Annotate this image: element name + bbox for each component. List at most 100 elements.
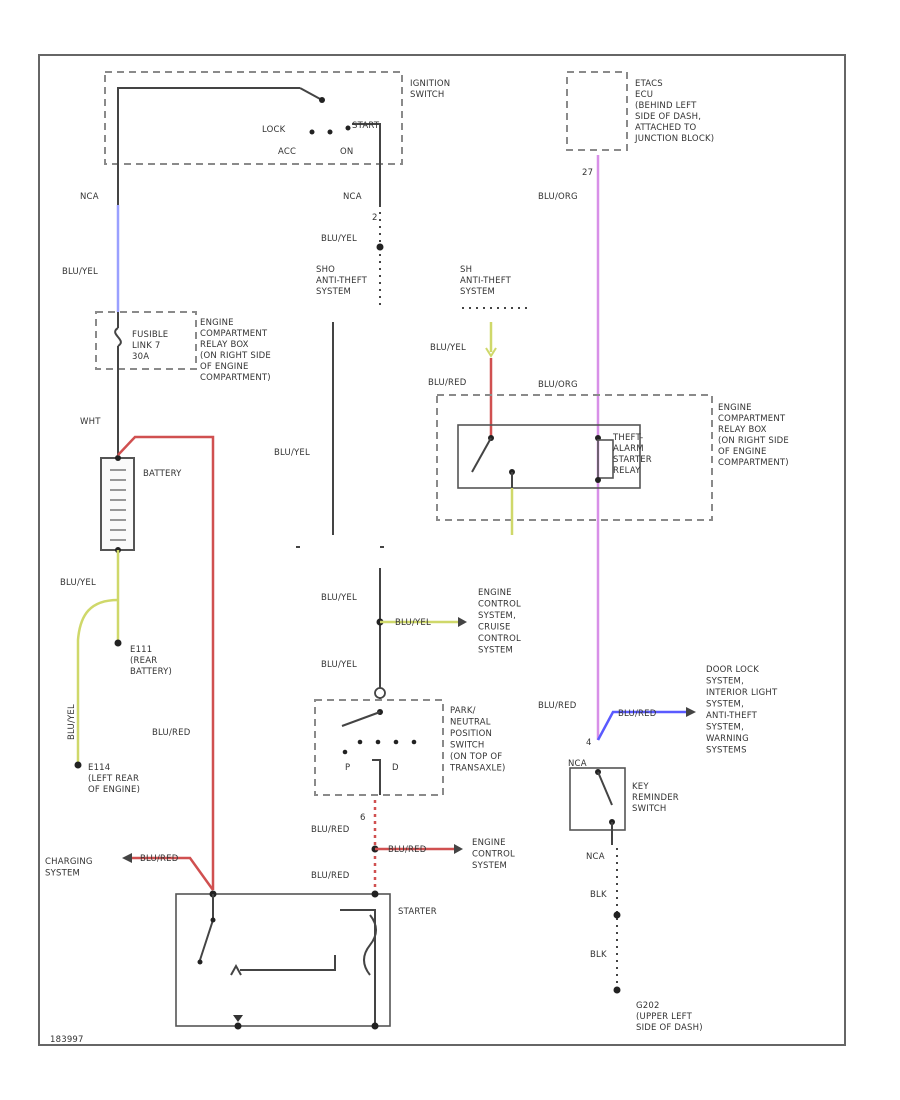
wire-label-blu-yel-4: BLU/YEL — [67, 704, 77, 740]
label-line: ENGINE — [200, 318, 234, 328]
label-line: (ON RIGHT SIDE — [718, 436, 789, 446]
pnp-pin-6: 6 — [360, 813, 366, 823]
label-line: RELAY BOX — [200, 340, 249, 350]
label-line: E114 — [88, 763, 110, 773]
label-line: G202 — [636, 1001, 660, 1011]
label-line: SHO — [316, 265, 335, 275]
label-line: RELAY — [613, 466, 641, 476]
label-line: ENGINE — [472, 838, 506, 848]
label-line: SWITCH — [632, 804, 667, 814]
label-line: COMPARTMENT) — [200, 373, 271, 383]
label-line: SYSTEM — [460, 287, 495, 297]
label-line: ETACS — [635, 79, 663, 89]
wire-label-blu-red-key-arrow: BLU/RED — [618, 709, 657, 719]
wire-label-blu-yel-8: BLU/YEL — [395, 618, 431, 628]
label-line: CHARGING — [45, 857, 93, 867]
label-line: ALARM — [613, 444, 644, 454]
wire-label-blu-yel-1: BLU/YEL — [321, 234, 357, 244]
label-line: SYSTEM, — [706, 700, 744, 710]
label-line: IGNITION — [410, 79, 450, 89]
wire-label-blu-red-engine-arrow: BLU/RED — [388, 845, 427, 855]
label-line: INTERIOR LIGHT — [706, 688, 778, 698]
label-line: SYSTEMS — [706, 746, 747, 756]
wire-label-blu-red-key: BLU/RED — [538, 701, 577, 711]
ign-pos-acc: ACC — [278, 147, 296, 157]
label-line: SYSTEM — [478, 646, 513, 656]
label-line: SYSTEM, — [478, 611, 516, 621]
label-line: CONTROL — [478, 600, 521, 610]
label-line: THEFT- — [612, 433, 643, 443]
label-line: SIDE OF DASH) — [636, 1023, 703, 1033]
wire-label-blu-yel-9: BLU/YEL — [321, 660, 357, 670]
label-line: TRANSAXLE) — [449, 764, 506, 774]
label-line: SIDE OF DASH, — [635, 112, 701, 122]
wire-label-blu-red-left: BLU/RED — [152, 728, 191, 738]
key-pin-4: 4 — [586, 738, 592, 748]
ign-left-connector-label: NCA — [80, 192, 99, 202]
key-connector-top: NCA — [568, 759, 587, 769]
label-line: COMPARTMENT) — [718, 458, 789, 468]
label-line: (REAR — [130, 656, 157, 666]
wire-label-blu-yel-6: BLU/YEL — [430, 343, 466, 353]
label-line: ENGINE — [718, 403, 752, 413]
label-line: CRUISE — [478, 623, 511, 633]
wire-blu-red-battery-starter — [117, 435, 215, 890]
wire-label-blu-red-charging: BLU/RED — [140, 854, 179, 864]
pin-2-label: 2 — [372, 213, 378, 223]
label-line: OF ENGINE — [200, 362, 249, 372]
label-line: SWITCH — [450, 741, 485, 751]
label-line: NEUTRAL — [450, 718, 491, 728]
label-line: SYSTEM, — [706, 677, 744, 687]
wire-label-blk-2: BLK — [590, 950, 607, 960]
label-line: CONTROL — [472, 850, 515, 860]
wire-blu-red-door-lock — [596, 710, 690, 741]
ign-pos-lock: LOCK — [262, 125, 286, 135]
wire-label-blu-org-2: BLU/ORG — [538, 380, 578, 390]
label-line: SYSTEM, — [706, 723, 744, 733]
label-line: FUSIBLE — [132, 330, 168, 340]
label-line: JUNCTION BLOCK) — [634, 134, 714, 144]
label-line: RELAY BOX — [718, 425, 767, 435]
etacs-pin-27: 27 — [582, 168, 593, 178]
wire-blu-red-charging — [128, 856, 215, 891]
label-line: SWITCH — [410, 90, 445, 100]
label-line: ECU — [635, 90, 653, 100]
label-line: SYSTEM — [45, 869, 80, 879]
label-line: STARTER — [613, 455, 652, 465]
label-line: KEY — [632, 782, 649, 792]
ign-pos-start: START — [352, 121, 380, 131]
wire-label-blu-red-relay: BLU/RED — [428, 378, 467, 388]
diagram-frame — [38, 54, 846, 1046]
label-line: SYSTEM — [316, 287, 351, 297]
label-line: SYSTEM — [472, 861, 507, 871]
label-line: (LEFT REAR — [88, 774, 139, 784]
label-line: (ON TOP OF — [450, 752, 502, 762]
label-line: (UPPER LEFT — [636, 1012, 693, 1022]
battery-label: BATTERY — [143, 469, 182, 479]
wire-label-blu-yel-2: BLU/YEL — [62, 267, 98, 277]
label-line: ANTI-THEFT — [316, 276, 368, 286]
label-line: OF ENGINE) — [88, 785, 140, 795]
wire-label-blu-yel-5: BLU/YEL — [274, 448, 310, 458]
ign-pos-on: ON — [340, 147, 353, 157]
label-line: (ON RIGHT SIDE — [200, 351, 271, 361]
label-line: (BEHIND LEFT — [635, 101, 697, 111]
ign-right-connector-label: NCA — [343, 192, 362, 202]
label-line: ATTACHED TO — [635, 123, 697, 133]
label-line: OF ENGINE — [718, 447, 767, 457]
wire-label-blu-yel-3: BLU/YEL — [60, 578, 96, 588]
